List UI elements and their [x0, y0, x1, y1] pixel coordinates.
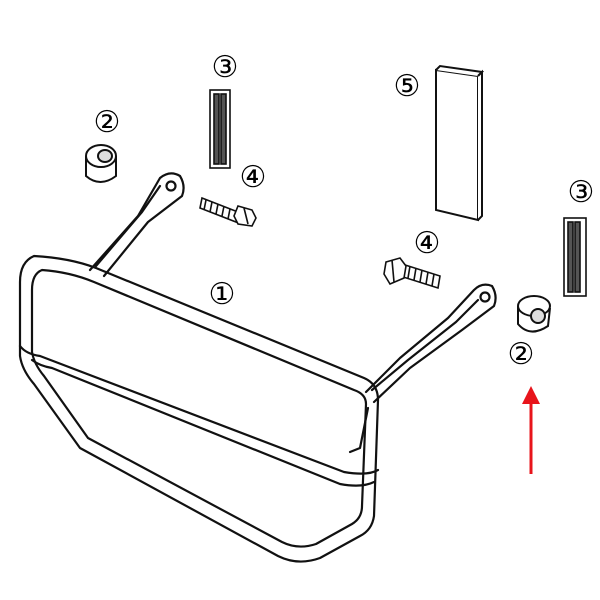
spacer-right — [517, 295, 551, 333]
callout-part5: ⑤ — [393, 69, 421, 104]
pin-left — [209, 89, 231, 169]
callout-part2-right: ② — [507, 337, 535, 372]
callout-part3-right: ③ — [567, 175, 595, 210]
callout-part1: ① — [208, 277, 236, 312]
spacer-left — [85, 144, 117, 183]
callout-part2-left: ② — [93, 105, 121, 140]
pad-plate — [435, 64, 485, 222]
bolt-left — [199, 196, 257, 227]
callout-part3-left: ③ — [211, 50, 239, 85]
bumper-frame — [18, 172, 497, 563]
bolt-right — [383, 257, 441, 290]
red-up-arrow-icon — [522, 386, 540, 474]
callout-part4-left: ④ — [239, 160, 267, 195]
pin-right — [563, 217, 587, 297]
callout-part4-right: ④ — [413, 226, 441, 261]
